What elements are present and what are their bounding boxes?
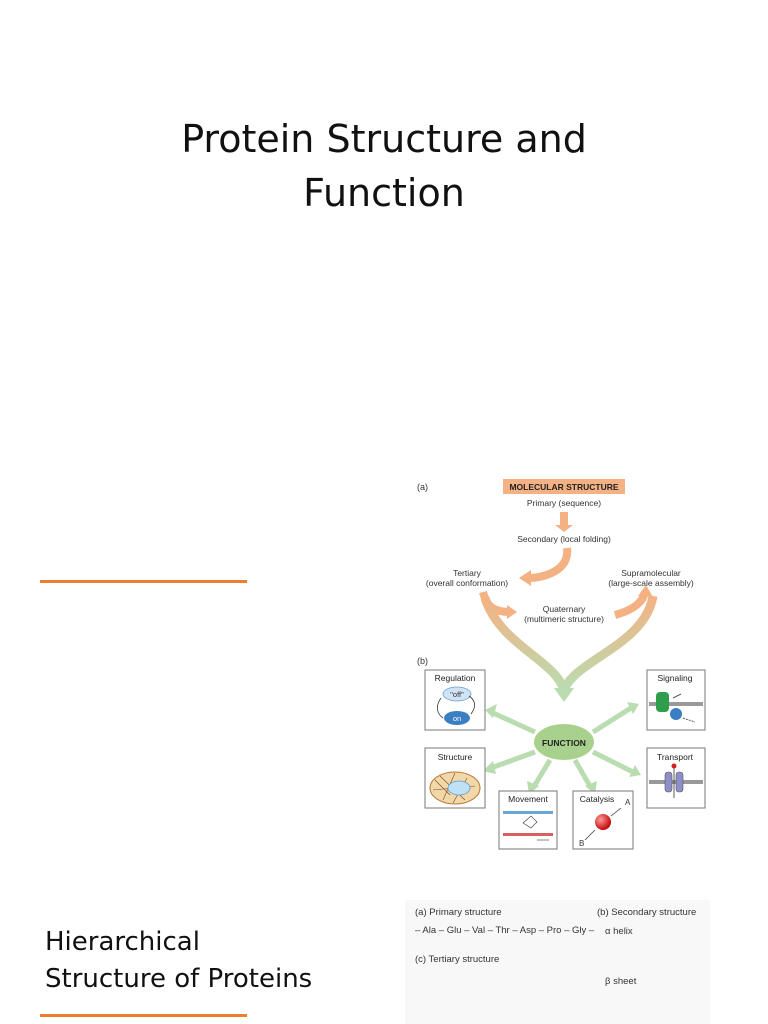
signaling-label: Signaling — [658, 673, 693, 683]
title-line-1: Protein Structure and — [0, 112, 768, 166]
regulation-label: Regulation — [435, 673, 476, 683]
secondary-structure-label: (b) Secondary structure — [597, 907, 696, 918]
arrow-primary-secondary — [555, 512, 573, 532]
title-line-2: Function — [0, 166, 768, 220]
channel-right — [676, 772, 683, 792]
accent-rule-2 — [40, 1014, 247, 1017]
receptor-shape — [656, 692, 669, 712]
hierarchical-structure-figure: (a) Primary structure (b) Secondary stru… — [405, 900, 710, 1024]
primary-structure-label: (a) Primary structure — [415, 907, 502, 918]
structure-label: Structure — [438, 752, 473, 762]
product-b-label: B — [579, 839, 584, 848]
amino-acid-sequence: – Ala – Glu – Val – Thr – Asp – Pro – Gl… — [415, 925, 594, 936]
structure-function-diagram: (a) MOLECULAR STRUCTURE Primary (sequenc… — [405, 470, 710, 860]
panel-a-label: (a) — [417, 482, 428, 492]
tertiary-structure-label: (c) Tertiary structure — [415, 954, 499, 965]
substrate-a-label: A — [625, 798, 631, 807]
slide-2-title: Hierarchical Structure of Proteins — [45, 924, 312, 998]
function-label: FUNCTION — [542, 738, 586, 748]
ligand-shape — [670, 708, 682, 720]
svg-text:"off": "off" — [450, 690, 464, 699]
molecular-structure-header: MOLECULAR STRUCTURE — [509, 482, 618, 492]
channel-left — [665, 772, 672, 792]
structure-function-figure: (a) MOLECULAR STRUCTURE Primary (sequenc… — [405, 470, 710, 860]
enzyme-ball — [595, 814, 611, 830]
svg-text:on: on — [453, 714, 461, 723]
tertiary-label: Tertiary — [453, 568, 482, 578]
arrow-to-tertiary — [527, 548, 567, 578]
secondary-label: Secondary (local folding) — [517, 534, 611, 544]
catalysis-label: Catalysis — [580, 794, 614, 804]
primary-label: Primary (sequence) — [527, 498, 601, 508]
alpha-helix-label: α helix — [605, 926, 633, 937]
supramolecular-sub-label: (large-scale assembly) — [608, 578, 694, 588]
slide-2-title-line-1: Hierarchical — [45, 924, 312, 961]
transport-label: Transport — [657, 752, 694, 762]
tertiary-sub-label: (overall conformation) — [426, 578, 508, 588]
beta-sheet-label: β sheet — [605, 976, 636, 987]
panel-b-label: (b) — [417, 656, 428, 666]
quaternary-sub-label: (multimeric structure) — [524, 614, 604, 624]
slide-title: Protein Structure and Function — [0, 112, 768, 220]
quaternary-label: Quaternary — [543, 604, 586, 614]
supramolecular-label: Supramolecular — [621, 568, 681, 578]
accent-rule — [40, 580, 247, 583]
movement-label: Movement — [508, 794, 548, 804]
slide-2-title-line-2: Structure of Proteins — [45, 961, 312, 998]
